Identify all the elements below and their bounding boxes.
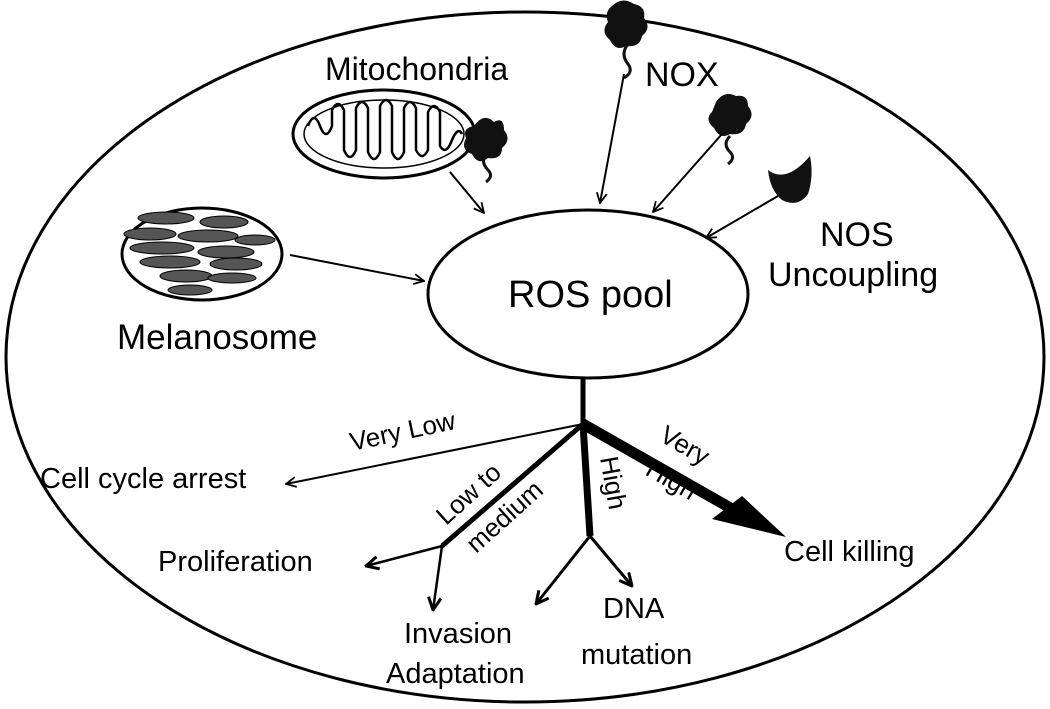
- label-nos: NOS: [820, 216, 894, 254]
- label-cell-killing: Cell killing: [784, 536, 915, 568]
- arrow-proliferation: [366, 544, 443, 566]
- arrow-nos-to-ros: [706, 195, 779, 238]
- label-adaptation: Adaptation: [386, 658, 525, 690]
- cell-outline: [4, 10, 1046, 704]
- arrowhead-very-high: [712, 496, 786, 537]
- nos-enzyme-icon: [768, 156, 812, 203]
- arrow-invasion: [433, 545, 444, 610]
- branch-high: [579, 423, 594, 537]
- arrow-very-low: [286, 423, 584, 484]
- arrow-high-adaptation: [536, 535, 592, 604]
- arrow-nox2-to-ros: [653, 133, 723, 212]
- label-proliferation: Proliferation: [158, 546, 313, 578]
- label-mitochondria: Mitochondria: [325, 51, 508, 87]
- label-very-low: Very Low: [347, 405, 458, 457]
- label-ros-pool: ROS pool: [508, 274, 673, 316]
- label-dna: DNA: [603, 593, 665, 625]
- branch-very-high: [580, 419, 751, 523]
- branch-low-to-medium: [440, 422, 585, 548]
- label-invasion: Invasion: [404, 618, 512, 650]
- arrow-melanosome-to-ros: [289, 254, 424, 281]
- label-melanosome: Melanosome: [117, 318, 317, 357]
- ros-pool-node: [426, 208, 750, 380]
- label-cell-cycle-arrest: Cell cycle arrest: [40, 463, 246, 495]
- label-high: High: [594, 454, 633, 512]
- nox-protein-icon: [464, 0, 752, 184]
- arrow-mitochondria-to-ros: [449, 171, 484, 213]
- mitochondria-icon: [291, 88, 477, 180]
- melanosome-icon: [120, 206, 284, 302]
- label-mutation: mutation: [581, 639, 692, 671]
- arrow-nox-to-ros: [600, 73, 625, 203]
- label-nox: NOX: [645, 56, 719, 94]
- arrow-high-dna: [588, 535, 632, 586]
- label-uncoupling: Uncoupling: [768, 256, 938, 294]
